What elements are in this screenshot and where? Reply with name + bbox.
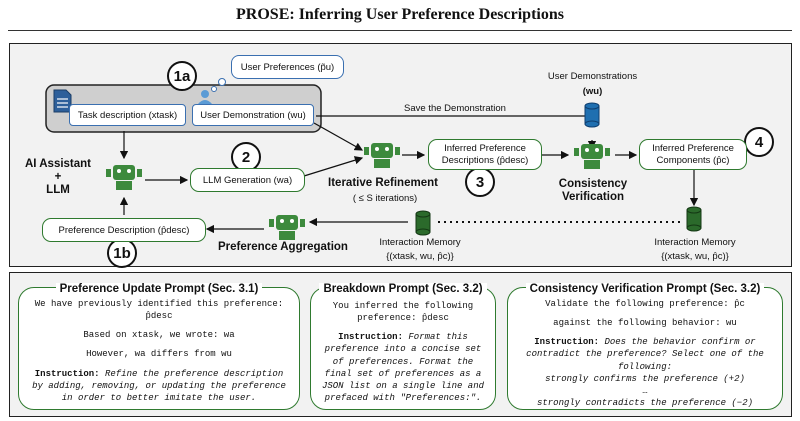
- document-icon: [53, 89, 72, 113]
- update-instruction-text: Refine the preference description by add…: [32, 368, 286, 403]
- user-preferences-bubble: User Preferences (p̃u): [231, 55, 344, 79]
- verify-option-2: strongly contradicts the preference (−2): [536, 397, 754, 408]
- robot-icon-aggregation: [269, 215, 305, 240]
- figure-title: PROSE: Inferring User Preference Descrip…: [236, 6, 564, 23]
- breakdown-prompt-title: Breakdown Prompt (Sec. 3.2): [319, 283, 487, 295]
- consistency-verification-prompt: Consistency Verification Prompt (Sec. 3.…: [507, 283, 783, 410]
- update-prompt-line-2: Based on xtask, we wrote: wa: [83, 330, 235, 341]
- llm-generation-box: LLM Generation (wa): [190, 168, 305, 192]
- user-demonstrations-symbol: (wu): [582, 86, 603, 97]
- title-rule: [8, 30, 792, 31]
- interaction-memory-left-label: Interaction Memory: [379, 237, 461, 248]
- step-1b-marker: 1b: [107, 238, 137, 268]
- user-icon: [198, 90, 212, 104]
- iterations-label: ( ≤ S iterations): [352, 193, 418, 204]
- inferred-descriptions-box: Inferred Preference Descriptions (p̂desc…: [428, 139, 542, 170]
- update-prompt-line-1: We have previously identified this prefe…: [34, 299, 284, 322]
- ai-assistant-label: AI Assistant + LLM: [24, 158, 92, 197]
- user-demonstration-box: User Demonstration (wu): [192, 104, 314, 126]
- user-demonstrations-db-icon: [584, 102, 600, 128]
- preference-update-prompt: Preference Update Prompt (Sec. 3.1) We h…: [18, 283, 300, 410]
- robot-icon-verification: [574, 144, 610, 169]
- iterative-refinement-label: Iterative Refinement: [328, 177, 438, 189]
- inferred-components-box: Inferred Preference Components (p̂c): [639, 139, 747, 170]
- verify-prompt-title: Consistency Verification Prompt (Sec. 3.…: [525, 283, 765, 295]
- breakdown-instruction-text: Format this preference into a concise se…: [321, 332, 485, 403]
- verify-option-1: strongly confirms the preference (+2): [545, 373, 745, 384]
- interaction-memory-right-label: Interaction Memory: [654, 237, 736, 248]
- task-description-box: Task description (xtask): [69, 104, 186, 126]
- interaction-memory-db-icon-right: [686, 206, 702, 232]
- preference-description-box: Preference Description (p̂desc): [42, 218, 206, 242]
- interaction-memory-right-set: {(xtask, wu, p̂c)}: [661, 251, 729, 262]
- breakdown-prompt: Breakdown Prompt (Sec. 3.2) You inferred…: [310, 283, 496, 410]
- step-1a-marker: 1a: [167, 61, 197, 91]
- step-4-marker: 4: [744, 127, 774, 157]
- breakdown-prompt-line-1: You inferred the following preference: p…: [332, 301, 474, 324]
- verify-instruction-text: Does the behavior confirm or contradict …: [526, 337, 764, 372]
- verify-prompt-line-1: Validate the following preference: p̂c: [545, 299, 745, 309]
- interaction-memory-db-icon-left: [415, 210, 431, 236]
- verify-prompt-line-2: against the following behavior: wu: [553, 318, 737, 329]
- save-demonstration-label: Save the Demonstration: [404, 103, 506, 114]
- breakdown-instruction-label: Instruction:: [338, 332, 403, 343]
- update-prompt-line-3: However, wa differs from wu: [86, 349, 232, 360]
- robot-icon-assistant: [106, 165, 142, 190]
- preference-aggregation-label: Preference Aggregation: [218, 241, 348, 253]
- verify-instruction-label: Instruction:: [534, 337, 600, 348]
- step-3-marker: 3: [465, 167, 495, 197]
- user-demonstrations-label: User Demonstrations: [547, 71, 638, 82]
- verify-ellipsis: …: [642, 385, 648, 396]
- update-prompt-title: Preference Update Prompt (Sec. 3.1): [55, 283, 263, 295]
- update-instruction-label: Instruction:: [34, 368, 100, 379]
- interaction-memory-left-set: {(xtask, wu, p̂c)}: [386, 251, 454, 262]
- robot-icon-refinement: [364, 143, 400, 168]
- consistency-verification-label: Consistency Verification: [558, 178, 628, 204]
